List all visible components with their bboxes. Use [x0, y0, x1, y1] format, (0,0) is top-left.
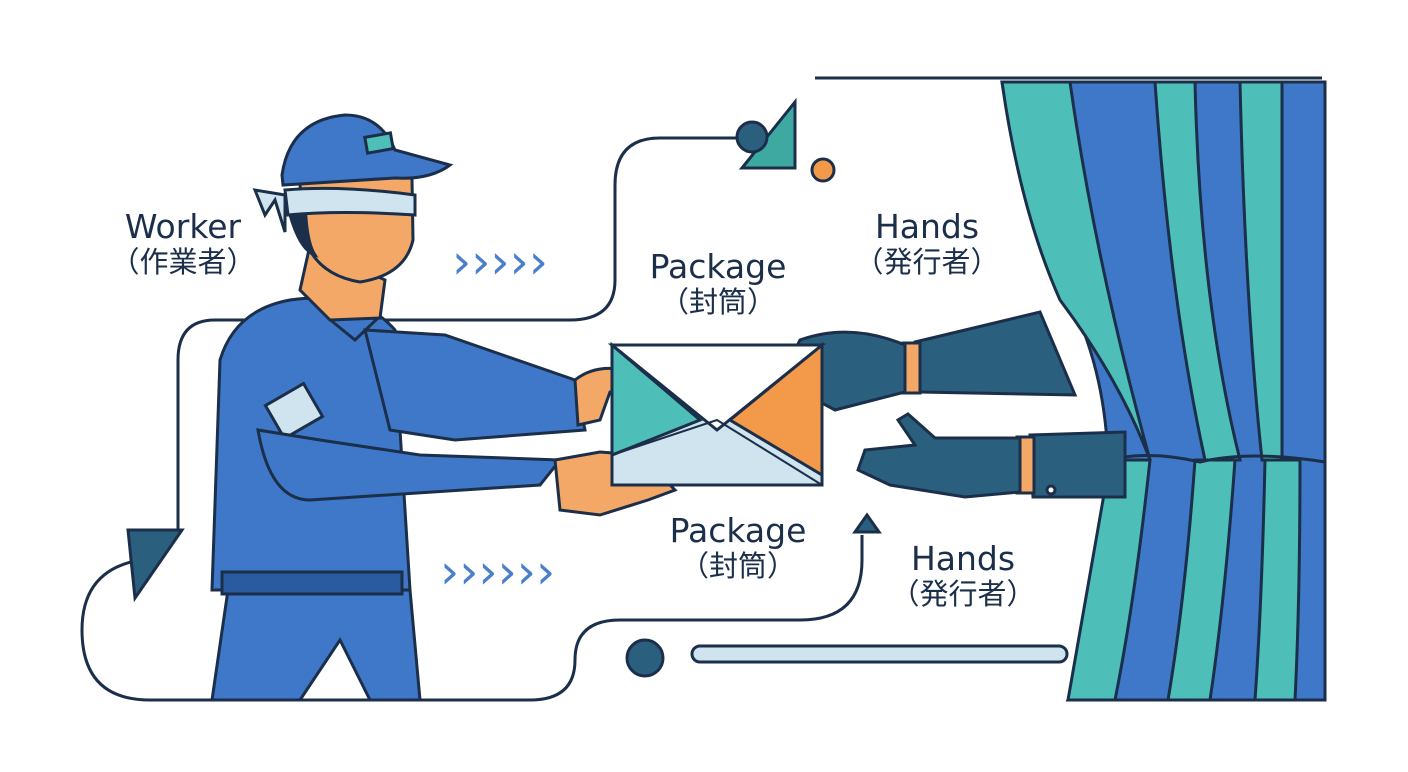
label-hands-bottom: Hands （発行者）	[878, 540, 1048, 611]
label-package-top-jp: （封筒）	[659, 284, 776, 319]
label-hands-bottom-en: Hands	[910, 539, 1016, 578]
publisher-hands	[785, 310, 1127, 499]
label-package-bottom: Package （封筒）	[648, 512, 828, 583]
worker-belt	[220, 570, 404, 596]
up-arrow-icon	[852, 512, 882, 534]
connector-lines	[80, 76, 1322, 702]
chevrons-bottom: ››››››	[440, 544, 555, 600]
label-package-bottom-jp: （封筒）	[679, 548, 796, 583]
down-arrow-icon	[126, 528, 185, 603]
label-hands-top: Hands （発行者）	[842, 208, 1012, 279]
upper-arm	[363, 328, 587, 442]
worker-pants	[210, 588, 422, 702]
label-package-top-en: Package	[649, 247, 787, 286]
label-hands-top-en: Hands	[874, 207, 980, 246]
bottom-connector	[80, 535, 864, 702]
lower-sleeve	[1028, 430, 1127, 499]
decor-bar	[690, 644, 1069, 664]
worker-figure	[210, 113, 678, 702]
label-package-bottom-en: Package	[669, 511, 807, 550]
decor-shapes	[126, 97, 1069, 678]
label-worker-en: Worker	[124, 207, 242, 246]
shoulder-patch	[263, 381, 325, 441]
label-hands-bottom-jp: （発行者）	[890, 576, 1036, 611]
upper-sleeve	[913, 310, 1078, 397]
decor-circle	[625, 638, 665, 678]
blindfold-icon	[283, 186, 417, 217]
curtain-icon	[1000, 80, 1327, 702]
label-package-top: Package （封筒）	[628, 248, 808, 319]
envelope-icon	[607, 341, 827, 487]
glove-icon	[856, 412, 1022, 499]
chevrons-top: ›››››	[452, 234, 548, 290]
lower-arm	[256, 428, 564, 502]
top-connector	[395, 136, 745, 322]
label-hands-top-jp: （発行者）	[854, 244, 1000, 279]
label-worker: Worker （作業者）	[98, 208, 268, 279]
left-connector	[176, 318, 395, 530]
label-worker-jp: （作業者）	[110, 244, 256, 279]
decor-orange-dot	[810, 157, 836, 183]
decor-dot	[735, 120, 769, 154]
